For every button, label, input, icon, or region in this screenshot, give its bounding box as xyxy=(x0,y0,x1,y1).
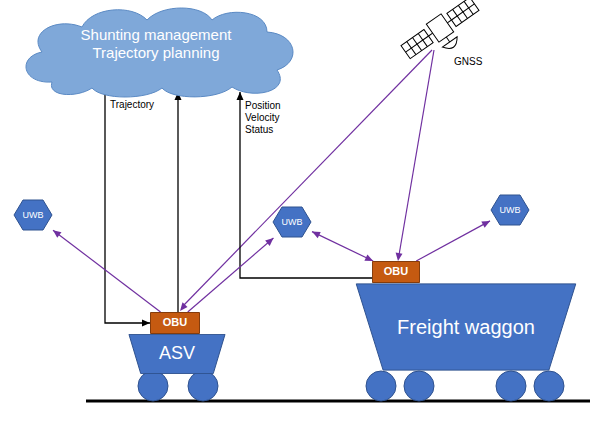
node-text-group: UWB xyxy=(23,210,44,221)
obu-box: OBU xyxy=(150,312,200,334)
uwb-anchor-hexagon: UWB xyxy=(13,199,53,231)
connector-line xyxy=(312,232,373,261)
uwb-ranging-connector xyxy=(53,230,161,312)
node-text-group: Shunting management Trajectory planning xyxy=(66,26,246,62)
arrowhead xyxy=(180,302,188,311)
arrowhead xyxy=(364,254,373,261)
wheel xyxy=(496,371,526,401)
node-text-group: OBU xyxy=(163,316,187,329)
wheel xyxy=(188,371,218,401)
data-link-connector xyxy=(105,92,150,327)
satellite-label: GNSS xyxy=(452,56,484,67)
node-text-group: Freight waggon xyxy=(397,315,535,339)
connector-line xyxy=(53,230,161,312)
wheel xyxy=(138,371,168,401)
data-link-connector xyxy=(175,92,182,312)
node-label: Freight waggon xyxy=(397,315,535,339)
arrowhead xyxy=(142,320,150,327)
connector-line xyxy=(188,238,274,312)
uwb-ranging-connector xyxy=(416,221,490,261)
arrowhead xyxy=(396,253,403,262)
wheel xyxy=(534,371,564,401)
cloud-node: Shunting management Trajectory planning xyxy=(12,2,300,98)
connector-line xyxy=(177,92,178,312)
vehicle-body: Freight waggon xyxy=(354,283,578,371)
arrowhead xyxy=(237,92,244,100)
node-text-group: OBU xyxy=(384,265,408,278)
uwb-ranging-connector xyxy=(312,232,373,261)
wheel xyxy=(404,371,434,401)
arrowhead xyxy=(265,238,273,246)
node-label: ASV xyxy=(159,343,195,365)
node-label: UWB xyxy=(282,217,303,228)
vehicle-body: ASV xyxy=(128,334,226,374)
node-text-group: ASV xyxy=(159,343,195,365)
gnss-signal-line xyxy=(399,50,434,255)
uwb-anchor-hexagon: UWB xyxy=(272,206,312,238)
wheel xyxy=(366,371,396,401)
arrowhead xyxy=(481,221,490,228)
satellite-icon xyxy=(399,0,488,71)
uwb-ranging-connector xyxy=(188,238,274,312)
connector-line xyxy=(416,221,490,261)
obu-box: OBU xyxy=(372,261,420,283)
arrowhead xyxy=(312,232,321,239)
node-label: UWB xyxy=(500,205,521,216)
uwb-anchor-hexagon: UWB xyxy=(490,194,530,226)
edge-label: Trajectory xyxy=(108,99,156,111)
connector-line xyxy=(105,92,150,323)
node-label: UWB xyxy=(23,210,44,221)
node-label: OBU xyxy=(163,316,187,329)
edge-label: Position Velocity Status xyxy=(243,100,291,136)
node-text-group: UWB xyxy=(282,217,303,228)
node-label: OBU xyxy=(384,265,408,278)
arrowhead xyxy=(53,230,61,238)
node-label: Shunting management Trajectory planning xyxy=(66,26,246,62)
node-text-group: UWB xyxy=(500,205,521,216)
